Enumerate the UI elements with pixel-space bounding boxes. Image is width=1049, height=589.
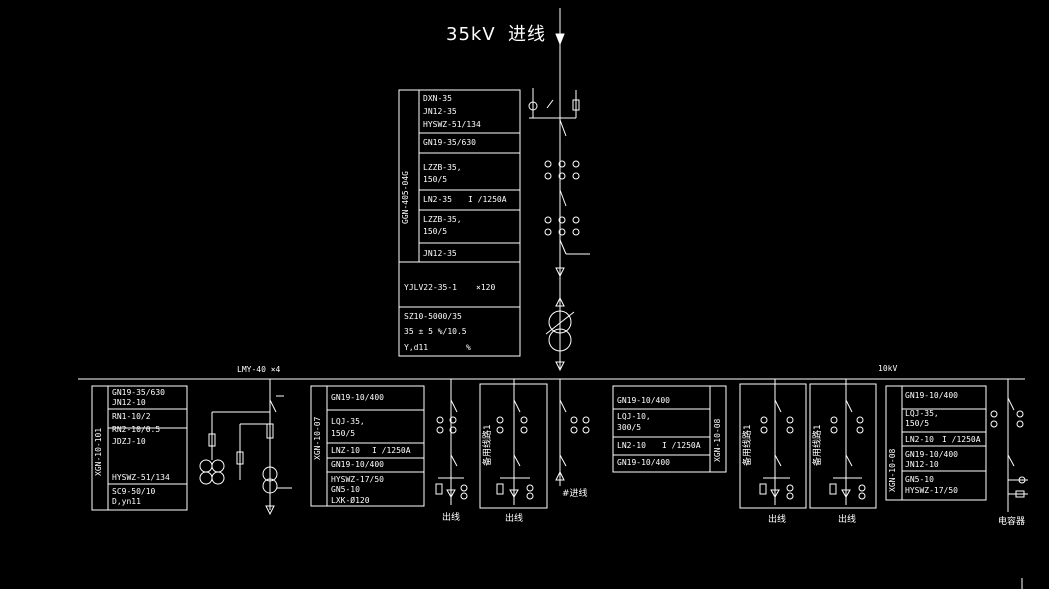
rm-line-3: LN2-10 bbox=[617, 441, 646, 450]
left-line-0: GN19-35/630 bbox=[112, 388, 165, 397]
earth-switch-icon bbox=[559, 239, 567, 255]
left-line-7: D,yn11 bbox=[112, 497, 141, 506]
right-mid-panel-vertical: XGN-10-08 bbox=[713, 418, 722, 462]
cable-head-icon bbox=[555, 267, 565, 278]
feeder-2 bbox=[496, 379, 534, 505]
spare-3-label: 备用线路1 bbox=[813, 424, 823, 466]
hv-row4-a: LN2-35 bbox=[423, 195, 452, 204]
left-line-6: SC9-50/10 bbox=[112, 487, 156, 496]
right-mid-panel-frame bbox=[612, 385, 727, 473]
r-line-3: LN2-10 bbox=[905, 435, 934, 444]
feeder-out-2-label: 出线 bbox=[505, 514, 524, 524]
r-line-5: GN19-10/400 bbox=[905, 450, 958, 459]
fuse-icon bbox=[560, 90, 580, 119]
left-panel-frame bbox=[91, 385, 188, 511]
hv-row5-a: LZZB-35, bbox=[423, 215, 462, 224]
feeder-4-frame bbox=[809, 383, 877, 509]
feeder-out-3-label: 出线 bbox=[768, 515, 787, 525]
rm-line-0: GN19-10/400 bbox=[617, 396, 670, 405]
hv-xfmr-c: Y,d11 bbox=[404, 343, 429, 352]
hv-row3-b: 150/5 bbox=[423, 175, 448, 184]
hv-xfmr-b: 35 ± 5 %/10.5 bbox=[404, 327, 467, 336]
mid-panel-vertical: XGN-10-07 bbox=[313, 416, 322, 460]
right-panel-vertical: XGN-10-08 bbox=[888, 448, 897, 492]
mid-line-2: 150/5 bbox=[331, 429, 356, 438]
cable-head-icon bbox=[555, 296, 565, 307]
incoming-arrow-icon bbox=[555, 33, 565, 46]
r-line-4: I /1250A bbox=[942, 435, 981, 444]
hv-cable-b: ×120 bbox=[476, 283, 496, 292]
bus-kv-label: 10kV bbox=[878, 364, 898, 373]
mid-line-6: HYSWZ-17/50 bbox=[331, 475, 384, 484]
cable-head-icon bbox=[555, 361, 565, 372]
rm-line-4: I /1250A bbox=[662, 441, 701, 450]
rm-line-5: GN19-10/400 bbox=[617, 458, 670, 467]
hv-cable-a: YJLV22-35-1 bbox=[404, 283, 457, 292]
spare-1-label: 备用线路1 bbox=[483, 424, 493, 466]
r-line-7: GN5-10 bbox=[905, 475, 934, 484]
incoming-feeder-label: #进线 bbox=[562, 489, 588, 499]
hv-row5-b: 150/5 bbox=[423, 227, 448, 236]
left-line-3: RN2-10/0.5 bbox=[112, 425, 161, 434]
title-label: 进线 bbox=[508, 24, 546, 45]
surge-arrester-icon bbox=[528, 88, 560, 119]
left-line-1: JN12-10 bbox=[112, 398, 146, 407]
r-line-2: 150/5 bbox=[905, 419, 930, 428]
capacitor-label: 电容器 bbox=[998, 517, 1026, 527]
feeder-out-4-label: 出线 bbox=[838, 515, 857, 525]
feeder-3-frame bbox=[739, 383, 807, 509]
hv-row2: GN19-35/630 bbox=[423, 138, 476, 147]
transformer-icon bbox=[545, 310, 575, 352]
mid-line-5: GN19-10/400 bbox=[331, 460, 384, 469]
rm-line-2: 300/5 bbox=[617, 423, 642, 432]
switch-icon bbox=[546, 99, 554, 109]
current-transformer-icon bbox=[544, 216, 580, 236]
hv-row1-c: HYSWZ-51/134 bbox=[423, 120, 481, 129]
mid-line-8: LXK-Ø120 bbox=[331, 496, 370, 505]
capacitor-feeder bbox=[990, 379, 1028, 512]
r-line-1: LQJ-35, bbox=[905, 409, 939, 418]
mid-line-0: GN19-10/400 bbox=[331, 393, 384, 402]
mid-line-4: I /1250A bbox=[372, 446, 411, 455]
hv-row4-b: I /1250A bbox=[468, 195, 507, 204]
station-transformer-feeder bbox=[199, 379, 292, 516]
hv-row3-a: LZZB-35, bbox=[423, 163, 462, 172]
left-panel-vertical: XGN-10-101 bbox=[94, 427, 103, 476]
hv-xfmr-a: SZ10-5000/35 bbox=[404, 312, 462, 321]
breaker-icon bbox=[559, 189, 567, 207]
title-voltage: 35kV bbox=[446, 24, 496, 45]
incoming-feeder bbox=[555, 379, 590, 486]
spare-2-label: 备用线路1 bbox=[743, 424, 753, 466]
mid-line-3: LNZ-10 bbox=[331, 446, 360, 455]
left-line-2: RN1-10/2 bbox=[112, 412, 151, 421]
feeder-out-1-label: 出线 bbox=[442, 513, 461, 523]
hv-row1-a: DXN-35 bbox=[423, 94, 452, 103]
mid-line-1: LQJ-35, bbox=[331, 417, 365, 426]
feeder-3 bbox=[759, 379, 794, 505]
rm-line-1: LQJ-10, bbox=[617, 412, 651, 421]
right-panel-frame bbox=[885, 385, 987, 501]
hv-panel-frame bbox=[398, 89, 521, 357]
r-line-8: HYSWZ-17/50 bbox=[905, 486, 958, 495]
bus-lmy-label: LMY-40 ×4 bbox=[237, 365, 281, 374]
feeder-4 bbox=[829, 379, 866, 505]
left-line-5: HYSWZ-51/134 bbox=[112, 473, 170, 482]
r-line-6: JN12-10 bbox=[905, 460, 939, 469]
feeder-1 bbox=[435, 379, 468, 505]
disconnector-icon bbox=[559, 119, 567, 137]
hv-panel-vertical: GGN-405-04G bbox=[401, 171, 410, 224]
hv-row6: JN12-35 bbox=[423, 249, 457, 258]
r-line-0: GN19-10/400 bbox=[905, 391, 958, 400]
hv-xfmr-d: % bbox=[466, 343, 471, 352]
hv-row1-b: JN12-35 bbox=[423, 107, 457, 116]
current-transformer-icon bbox=[544, 160, 580, 180]
left-line-4: JDZJ-10 bbox=[112, 437, 146, 446]
mid-panel-frame bbox=[310, 385, 425, 507]
mid-line-7: GN5-10 bbox=[331, 485, 360, 494]
